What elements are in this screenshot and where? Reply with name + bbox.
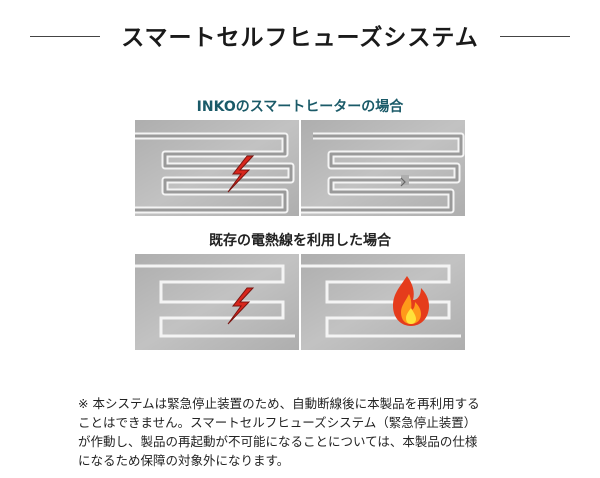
- smart-heater-panel-spark: [135, 120, 299, 216]
- existing-wire-panel-spark: [135, 254, 299, 350]
- flame-icon: [393, 276, 429, 326]
- page-title: スマートセルフヒューズシステム: [121, 25, 479, 51]
- header: スマートセルフヒューズシステム: [0, 14, 600, 58]
- note-line: ことはできません。スマートセルフヒューズシステム（緊急停止装置）: [78, 415, 477, 430]
- lightning-spark-icon: [227, 287, 255, 325]
- serpentine-wire-diagram: [301, 120, 465, 216]
- note-line: ※ 本システムは緊急停止装置のため、自動断線後に本製品を再利用する: [78, 396, 480, 411]
- zigzag-wire-diagram: [301, 254, 465, 350]
- zigzag-wire-diagram: [135, 254, 299, 350]
- serpentine-wire-diagram: [135, 120, 299, 216]
- note-line: が作動し、製品の再起動が不可能になることについては、本製品の仕様: [78, 434, 478, 449]
- disclaimer-note: ※ 本システムは緊急停止装置のため、自動断線後に本製品を再利用する ことはできま…: [78, 394, 548, 470]
- title-divider-left: [30, 36, 100, 37]
- section-title-existing-wire: 既存の電熱線を利用した場合: [209, 233, 391, 249]
- section-title-smart-heater: INKOのスマートヒーターの場合: [196, 99, 404, 115]
- title-divider-right: [500, 36, 570, 37]
- note-line: になるため保障の対象外になります。: [78, 453, 290, 468]
- existing-wire-panel-fire: [301, 254, 465, 350]
- break-mark-icon: [400, 175, 409, 187]
- smart-heater-panel-cut: [301, 120, 465, 216]
- lightning-spark-icon: [227, 155, 255, 193]
